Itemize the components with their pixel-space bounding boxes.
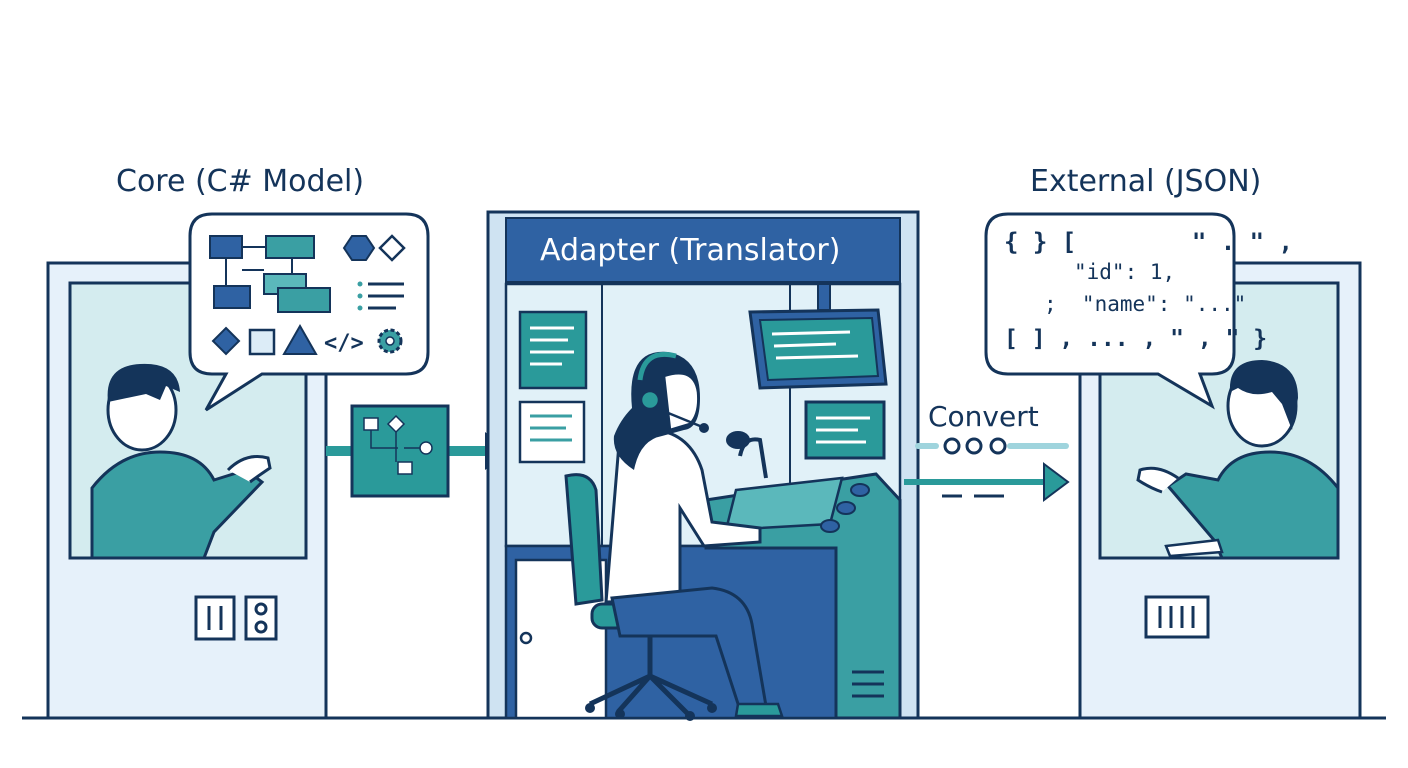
adapter-booth <box>486 210 920 721</box>
list-icon <box>357 281 404 311</box>
diamond-icon <box>378 234 406 262</box>
core-control-panel <box>194 595 236 641</box>
wall-screen-bottom <box>518 400 586 464</box>
external-title: External (JSON) <box>1030 164 1262 199</box>
core-title: Core (C# Model) <box>116 164 365 199</box>
adapter-to-external-arrow <box>904 437 1070 502</box>
core-person <box>90 363 272 560</box>
triangle-icon <box>282 323 318 355</box>
hexagon-icon <box>342 235 376 261</box>
adapter-title: Adapter (Translator) <box>540 233 841 268</box>
external-control-panel <box>1144 595 1210 639</box>
hanging-monitor <box>748 283 888 390</box>
core-to-adapter-arrow <box>326 404 510 498</box>
external-person <box>1136 360 1340 560</box>
convert-label: Convert <box>928 400 1039 433</box>
core-speech-bubble: </> <box>188 212 430 412</box>
filled-diamond-icon <box>211 326 241 356</box>
json-snippet: { } [ " . " , "id": 1, ; "name": "..." [… <box>1004 224 1293 368</box>
square-icon <box>248 328 276 356</box>
code-tag-icon: </> <box>324 331 364 356</box>
json-line-2: "id": 1, <box>1074 260 1176 284</box>
gear-icon <box>377 328 403 354</box>
wall-screen-top <box>518 310 588 390</box>
translator-person <box>604 351 784 718</box>
class-diagram-icon <box>209 235 331 313</box>
json-line-4: [ ] , ... , " , " } <box>1004 326 1268 352</box>
json-line-1: { } [ " . " , <box>1004 228 1293 256</box>
json-line-3: ; "name": "..." <box>1044 292 1247 316</box>
adapter-sign <box>505 217 901 283</box>
external-speech-bubble <box>984 212 1236 410</box>
side-monitor <box>804 400 886 460</box>
